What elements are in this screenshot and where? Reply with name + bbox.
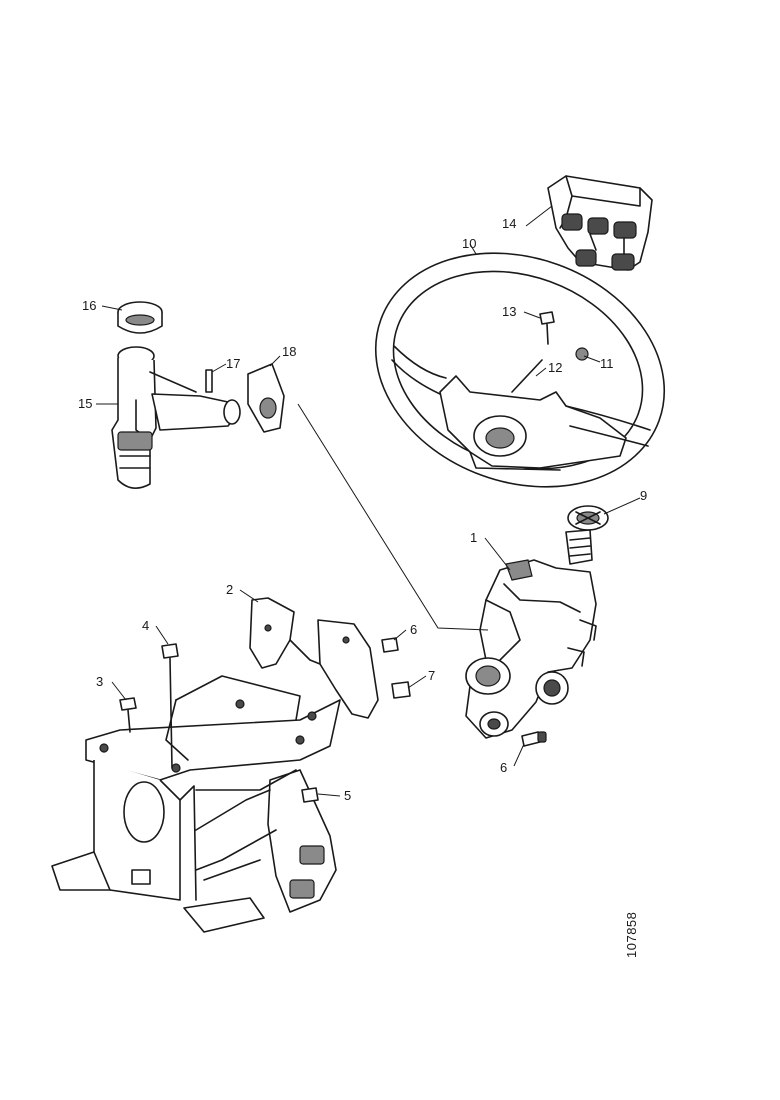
callout-3: 3 (96, 674, 103, 689)
callout-6-lower: 6 (500, 760, 507, 775)
callout-5: 5 (344, 788, 351, 803)
leader-18-to-column (297, 403, 489, 631)
bolt-4-part (161, 643, 179, 769)
screw-13-part (539, 311, 555, 345)
nut-7-part (391, 681, 411, 699)
callout-12: 12 (548, 360, 562, 375)
steering-column-part (465, 529, 597, 739)
bolt-6-lower-part (521, 731, 547, 747)
lock-body-part (111, 346, 241, 489)
bracket-18-part (247, 363, 285, 433)
callout-14: 14 (502, 216, 516, 231)
callout-6-upper: 6 (410, 622, 417, 637)
callout-16: 16 (82, 298, 96, 313)
bolt-5-part (301, 787, 319, 803)
callout-11: 11 (600, 356, 614, 371)
callout-2: 2 (226, 582, 233, 597)
steering-wheel-part (374, 252, 666, 488)
contact-ring-part (567, 505, 609, 531)
callout-7: 7 (428, 668, 435, 683)
nut-6-upper-part (381, 637, 399, 653)
callout-15: 15 (78, 396, 92, 411)
drawing-number: 107858 (624, 912, 639, 958)
callout-9: 9 (640, 488, 647, 503)
callout-13: 13 (502, 304, 516, 319)
leader-lines (96, 205, 641, 797)
mounting-frame-part (51, 597, 379, 933)
bolt-3-part (119, 697, 137, 733)
callout-10: 10 (462, 236, 476, 251)
callout-1: 1 (470, 530, 477, 545)
callout-4: 4 (142, 618, 149, 633)
callout-18: 18 (282, 344, 296, 359)
pin-17-part (205, 369, 213, 393)
lock-housing-part (117, 301, 163, 334)
callout-17: 17 (226, 356, 240, 371)
horn-pad-part (547, 175, 653, 271)
